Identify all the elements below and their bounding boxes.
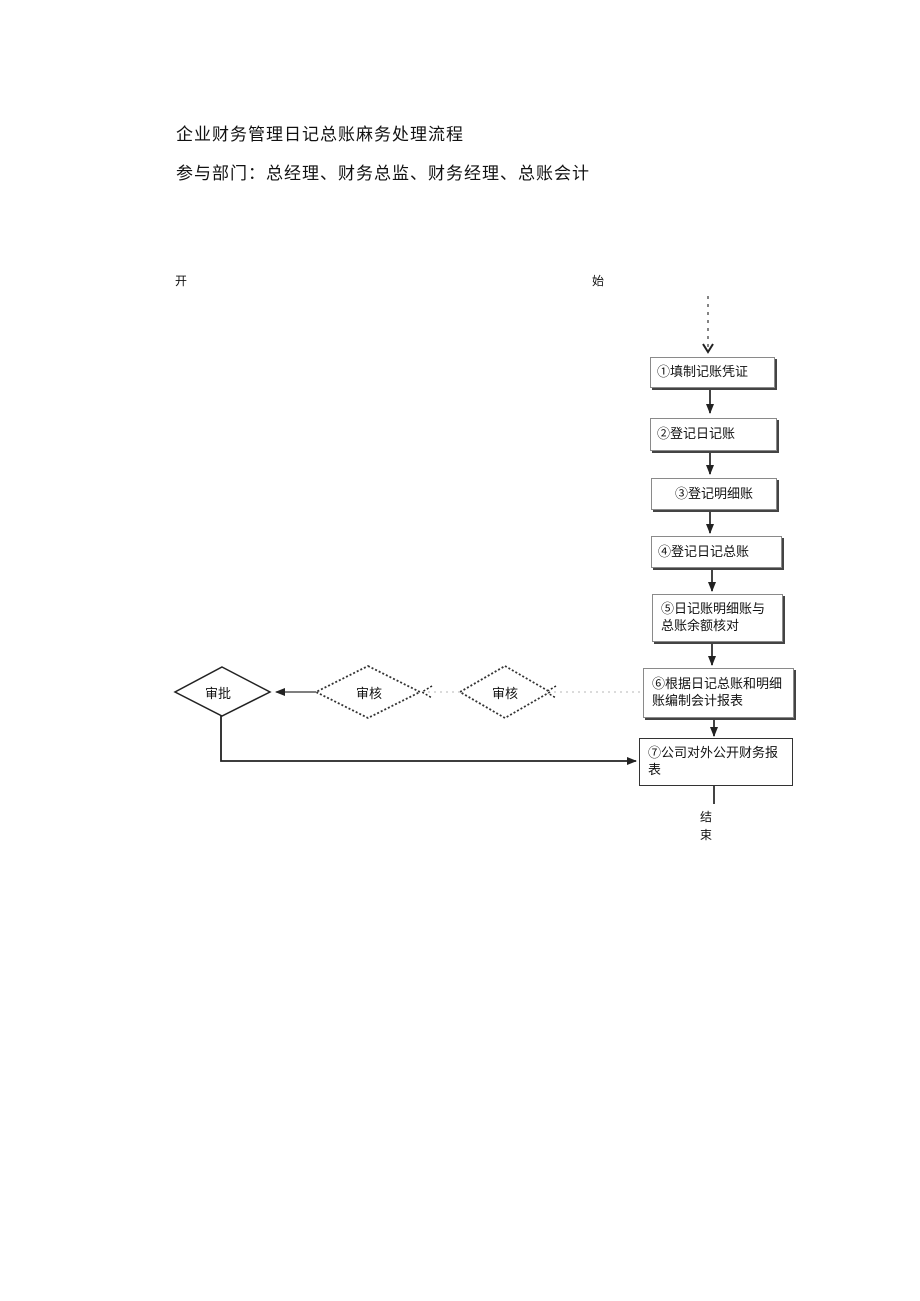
- end-label-top: 结: [700, 810, 713, 824]
- review-diamond-2: [458, 664, 552, 720]
- step-4-box: ④登记日记总账: [651, 536, 782, 568]
- approval-diamond: [173, 666, 272, 717]
- document-title: 企业财务管理日记总账麻务处理流程: [176, 125, 464, 145]
- start-label-left: 开: [175, 274, 188, 288]
- start-label-right: 始: [592, 274, 605, 288]
- participating-departments: 参与部门：总经理、财务总监、财务经理、总账会计: [176, 164, 590, 184]
- review-diamond-1: [313, 664, 423, 720]
- step-6-box: ⑥根据日记总账和明细账编制会计报表: [643, 668, 794, 718]
- start-arrow-icon: [702, 343, 714, 354]
- approval-label: 审批: [205, 687, 232, 702]
- step-2-box: ②登记日记账: [650, 418, 777, 451]
- step-3-box: ③登记明细账: [651, 478, 777, 510]
- review-2-arrow-icon: [420, 685, 433, 699]
- step-1-box: ①填制记账凭证: [650, 357, 775, 388]
- review-label-2: 审核: [492, 687, 519, 702]
- end-label-bottom: 束: [700, 828, 713, 842]
- review-label-1: 审核: [356, 687, 383, 702]
- step-5-box: ⑤日记账明细账与总账余额核对: [652, 594, 783, 642]
- step-7-box: ⑦公司对外公开财务报表: [639, 738, 793, 786]
- connector-approval-step-7: [220, 716, 637, 765]
